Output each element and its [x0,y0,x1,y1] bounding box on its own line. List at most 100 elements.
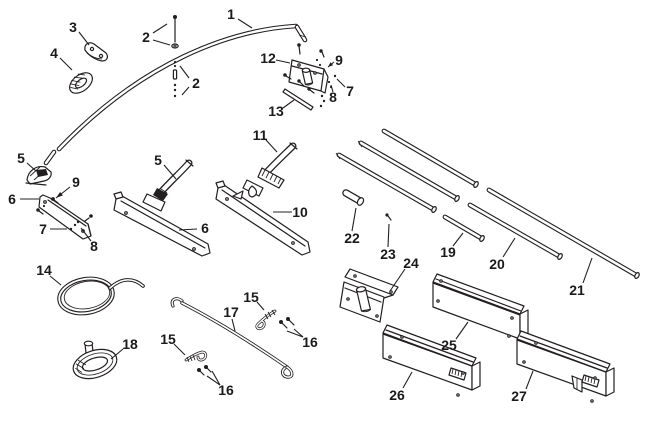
callout-label-14-19: 14 [36,262,52,278]
part-15-hook-right [255,309,277,331]
callout-label-26-33: 26 [389,387,405,403]
part-7-8-hardware-left [36,204,93,231]
callout-label-15-20: 15 [243,289,259,305]
leader-line-18 [110,348,124,360]
leader-line-16 [286,330,304,338]
leader-line-1 [237,18,253,29]
part-25-channel [432,273,529,340]
leader-line-26 [402,371,413,389]
part-19-tube [442,214,485,242]
part-13-strip [282,88,314,111]
callout-label-20-27: 20 [489,256,505,272]
callout-label-3-3: 3 [69,19,77,35]
part-1-bow [43,23,308,166]
callout-label-8-11: 8 [90,238,98,254]
leader-line-9 [55,186,71,199]
part-24-bracket [339,268,399,323]
part-12-plate [288,59,329,94]
part-3-clip [84,42,108,62]
callout-label-5-6: 5 [154,152,162,168]
callout-label-4-4: 4 [50,45,58,61]
callout-label-12-17: 12 [260,50,276,66]
leader-line-8 [330,84,334,93]
tube-upper-1 [381,128,479,188]
leader-line-19 [452,232,464,247]
leader-line-23 [387,223,390,248]
part-15-hook-left [184,350,208,363]
part-23-screw [385,213,392,221]
callout-label-9-13: 9 [72,174,80,190]
tube-upper-2 [357,140,460,202]
leader-line-9 [327,61,335,68]
callout-label-1-0: 1 [227,6,235,22]
leader-line-2 [152,39,171,46]
part-2-bolt-and-nut [171,15,179,49]
part-17-rod [170,297,294,379]
part-21-tube [486,187,640,279]
leader-line-15 [256,301,265,311]
part-27-channel [516,330,615,403]
callout-label-17-24: 17 [223,304,239,320]
callout-label-16-22: 16 [302,334,318,350]
leader-line-5 [163,164,177,180]
leader-line-11 [265,139,278,153]
callout-label-5-5: 5 [17,150,25,166]
callout-label-13-18: 13 [268,103,284,119]
leader-line-21 [582,257,593,284]
part-14-cable-coil [57,276,145,316]
callout-label-24-31: 24 [403,255,419,271]
callout-label-18-25: 18 [122,336,138,352]
part-6-bracket-center [113,191,211,257]
callout-label-22-29: 22 [344,230,360,246]
callout-label-2-2: 2 [192,75,200,91]
callout-label-10-15: 10 [292,204,308,220]
part-22-sleeve [342,189,365,206]
callout-label-2-1: 2 [142,29,150,45]
leader-line-22 [351,207,357,232]
leader-line-24 [389,268,406,292]
leader-line-4 [59,57,73,71]
leader-line-2 [179,65,190,79]
part-20-tube [467,202,563,260]
leader-line-3 [78,31,90,46]
callout-label-6-7: 6 [8,191,16,207]
tube-upper-3 [335,152,437,213]
part-16-screws-left [197,365,212,376]
callout-label-19-26: 19 [440,244,456,260]
part-4-eyelet [69,72,93,94]
part-16-screws-right [279,317,295,329]
leader-line-6 [178,228,198,231]
leader-line-8 [80,227,92,242]
callout-label-7-10: 7 [346,83,354,99]
leader-line-16 [293,328,304,338]
leader-line-2 [181,86,190,96]
part-5-clamp-left [25,166,52,186]
leader-line-12 [275,59,291,64]
leader-line-14 [49,275,62,286]
leader-line-16 [211,370,221,386]
part-10-bracket [215,180,311,256]
leader-line-20 [502,237,516,258]
leader-line-17 [231,318,236,332]
callout-label-15-21: 15 [160,331,176,347]
callout-label-21-28: 21 [569,282,585,298]
callout-label-8-12: 8 [329,89,337,105]
callout-label-23-30: 23 [380,246,396,262]
callout-label-6-8: 6 [201,220,209,236]
callout-label-7-9: 7 [39,221,47,237]
part-2-pin-stack [172,60,178,98]
part-11-arm [242,142,298,198]
leader-line-25 [455,321,469,340]
leader-line-2 [152,23,168,34]
callout-label-16-23: 16 [218,382,234,398]
leader-line-5 [26,162,37,172]
leader-line-16 [206,375,221,386]
part-26-channel [382,324,481,397]
callout-label-27-34: 27 [511,388,527,404]
leader-line-7 [336,78,346,88]
leader-line-13 [282,99,295,109]
callout-label-25-32: 25 [441,337,457,353]
part-18-handle [72,340,118,380]
